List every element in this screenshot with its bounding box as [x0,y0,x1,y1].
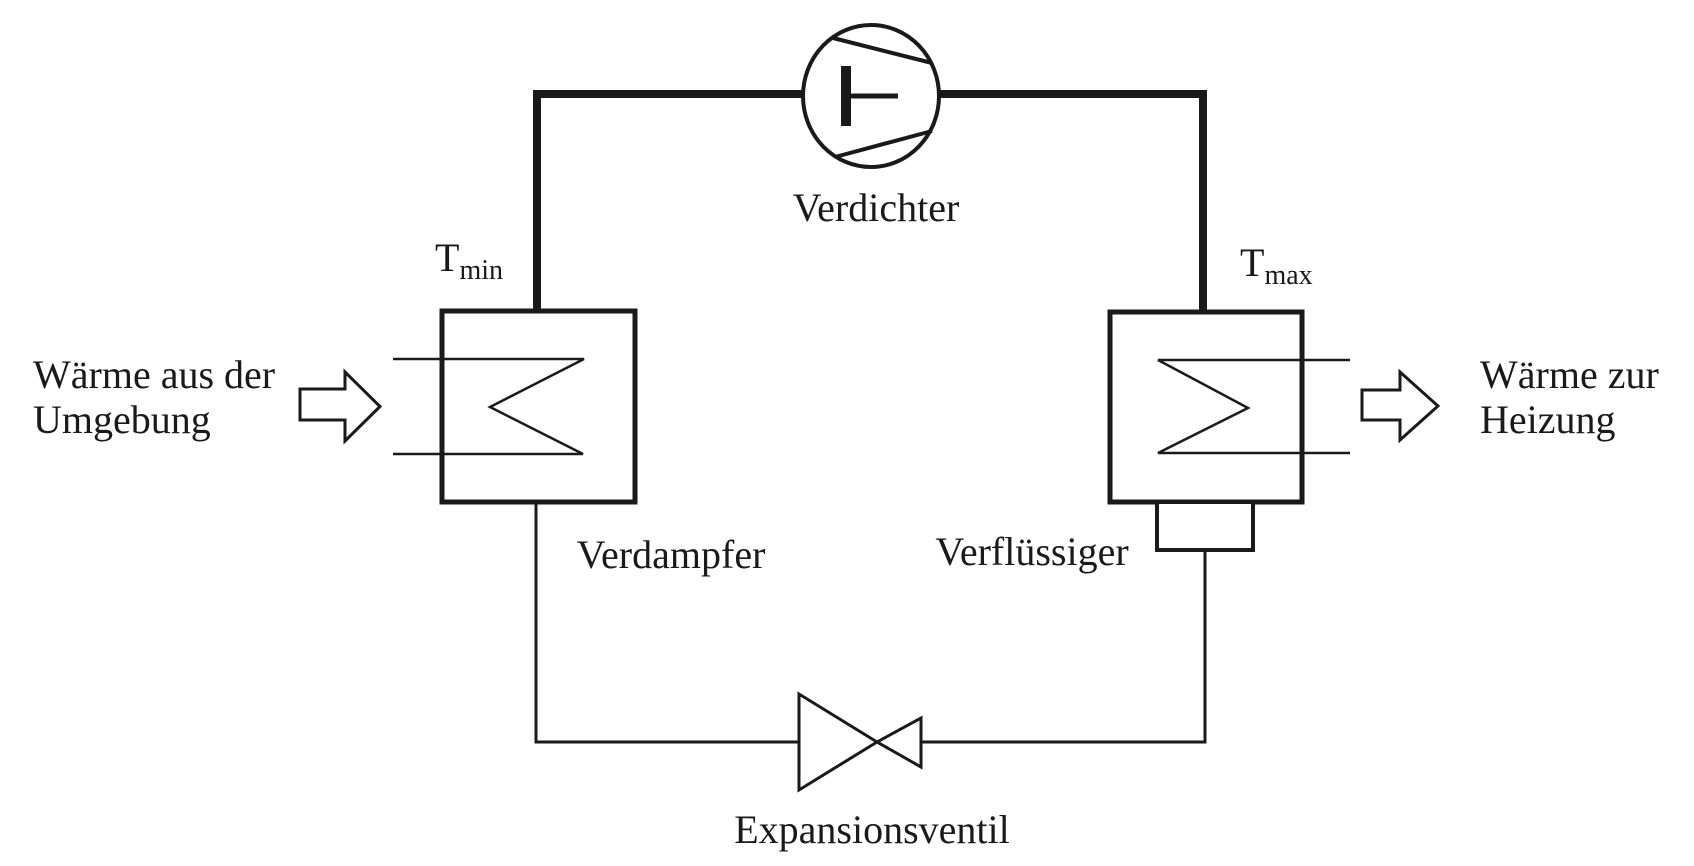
valve-left-triangle [797,691,880,793]
heat-out-label-line1: Wärme zur [1480,352,1659,397]
compressor-piston-bar [841,66,851,126]
expansion-valve-label: Expansionsventil [734,807,1010,852]
evaporator-box [439,308,638,505]
t-min-label: Tmin [435,234,503,295]
bowtie-valve-symbol [797,691,923,793]
heat-in-block-arrow-right-icon [298,368,383,445]
compressor-upper-chord [832,36,933,65]
compressor-lower-chord [834,129,933,159]
compressor-circle-symbol [801,23,941,169]
evaporator-zigzag-coil [393,357,585,456]
t-max-base: T [1240,240,1265,285]
pipe-compressor-to-condenser [937,90,1207,312]
t-min-base: T [435,235,460,280]
pipe-evaporator-to-valve [534,502,799,744]
condenser-box [1107,309,1305,505]
t-min-subscript: min [459,255,503,286]
evaporator-label: Verdampfer [576,532,766,577]
heat-out-label-line2: Heizung [1480,397,1616,442]
valve-right-triangle [873,715,923,770]
heat-out-block-arrow-right-icon [1360,368,1441,444]
heat-in-label-line2: Umgebung [33,397,211,442]
receiver-box-symbol [1155,500,1255,552]
t-max-label: Tmax [1240,239,1313,300]
condenser-zigzag-coil [1157,358,1350,455]
heat-in-label: Wärme aus der Umgebung [33,352,275,442]
heat-out-label: Wärme zur Heizung [1480,352,1659,442]
condenser-label: Verflüssiger [935,529,1129,574]
pipe-evaporator-to-compressor [533,90,805,311]
compressor-label: Verdichter [792,185,960,230]
heat-in-label-line1: Wärme aus der [33,352,276,397]
t-max-subscript: max [1264,260,1313,291]
pipe-receiver-to-valve [921,550,1207,744]
